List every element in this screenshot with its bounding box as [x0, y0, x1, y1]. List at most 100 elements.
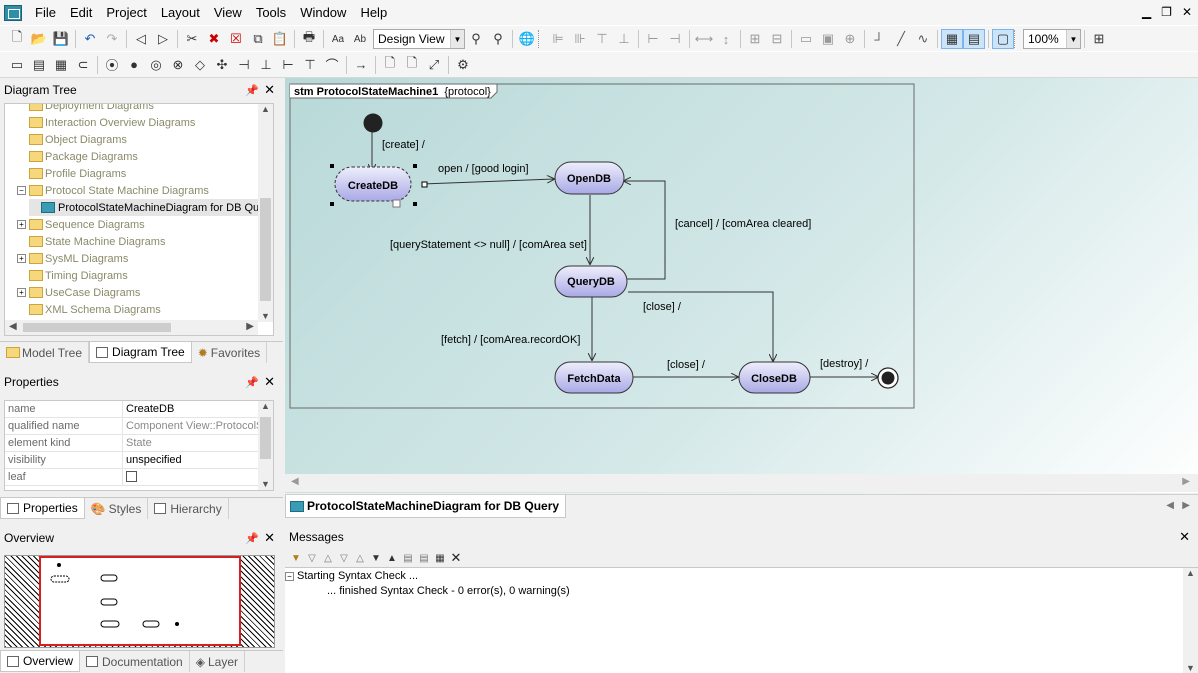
previous-error-icon[interactable]: △ [356, 552, 364, 564]
next-error-icon[interactable]: ▽ [340, 552, 348, 564]
chevron-right-icon[interactable]: ▶ [1182, 476, 1190, 487]
note-icon[interactable]: 🗋 [384, 54, 396, 70]
menu-tools[interactable]: Tools [255, 5, 287, 20]
fit-icon[interactable]: ▣ [821, 31, 835, 46]
constraint-icon[interactable]: ⤢ [428, 56, 440, 72]
properties-scrollbar[interactable]: ▲ ▼ [258, 401, 273, 490]
next-icon[interactable]: ▽ [308, 552, 316, 564]
print-icon[interactable]: 🖶 [302, 29, 316, 44]
tab-layer[interactable]: ◈Layer [190, 651, 245, 672]
customize-icon[interactable]: ⚙ [457, 56, 469, 72]
close-icon[interactable]: ✕ [1181, 5, 1192, 19]
comment-link-icon[interactable]: 🗋 [406, 54, 418, 70]
chevron-right-icon[interactable]: ▶ [246, 321, 254, 332]
connection-handle[interactable] [421, 181, 428, 188]
transition-cancel[interactable] [624, 181, 666, 280]
chevron-left-icon[interactable]: ◀ [291, 476, 299, 487]
transition-label[interactable]: [close] / [667, 359, 706, 371]
tree-item-folder[interactable]: XML Schema Diagrams [17, 301, 161, 318]
tree-item-folder[interactable]: Interaction Overview Diagrams [17, 114, 195, 131]
orthogonal-state-icon[interactable]: ▦ [54, 56, 68, 72]
spelling-icon[interactable]: Aa [331, 33, 345, 45]
initial-state-icon[interactable]: ⦿ [105, 58, 119, 73]
transition-open[interactable] [421, 179, 554, 185]
tree-item-folder[interactable]: −Protocol State Machine Diagrams [17, 182, 209, 199]
name-field[interactable]: CreateDB [126, 403, 175, 415]
align-bottom-icon[interactable]: ⊥ [618, 31, 630, 46]
chevron-left-icon[interactable]: ◀ [9, 321, 17, 332]
transition-label[interactable]: [queryStatement <> null] / [comArea set] [390, 239, 587, 251]
terminate-icon[interactable]: ⊗ [172, 56, 184, 72]
menu-view[interactable]: View [213, 5, 242, 20]
transition-label[interactable]: [close] / [643, 301, 682, 313]
initial-state[interactable] [363, 113, 383, 133]
diagram-canvas[interactable]: stm ProtocolStateMachine1 {protocol} Cre… [285, 78, 1198, 493]
globe-icon[interactable]: 🌐 [518, 31, 536, 46]
tab-properties[interactable]: Properties [0, 498, 85, 519]
state-fetchdata[interactable] [554, 361, 634, 394]
copy-message-icon[interactable]: ▤ [403, 552, 413, 564]
expand-icon[interactable]: ⊕ [844, 31, 856, 46]
final-state-icon[interactable]: ◎ [150, 56, 162, 72]
pin-icon[interactable]: 📌 [245, 84, 259, 97]
menu-edit[interactable]: Edit [69, 5, 93, 20]
binoculars-icon[interactable]: ⚲ [471, 31, 481, 46]
transition-icon[interactable]: → [354, 57, 368, 72]
snap-grid-icon[interactable]: ▤ [963, 29, 985, 49]
diagram-horizontal-scrollbar[interactable]: ◀ ▶ [285, 474, 1198, 492]
undo-icon[interactable]: ↶ [84, 31, 96, 46]
pin-icon[interactable]: 📌 [245, 532, 259, 545]
tree-horizontal-scrollbar[interactable]: ◀ ▶ [5, 320, 258, 335]
leaf-checkbox[interactable] [126, 471, 137, 482]
next-warning-icon[interactable]: ▼ [371, 552, 381, 564]
align-center-icon[interactable]: ⊪ [574, 31, 586, 46]
delete-from-project-icon[interactable]: ☒ [230, 31, 242, 46]
clear-icon[interactable]: ✕ [450, 550, 462, 565]
menu-help[interactable]: Help [360, 5, 388, 20]
selection-handle[interactable] [330, 164, 334, 168]
scroll-thumb[interactable] [23, 323, 171, 332]
tree-item-folder[interactable]: Package Diagrams [17, 148, 138, 165]
close-icon[interactable]: ✕ [264, 82, 275, 97]
align-left-icon[interactable]: ⊫ [552, 31, 564, 46]
redo-icon[interactable]: ↷ [106, 31, 118, 46]
new-file-icon[interactable]: 🗋 [11, 29, 23, 44]
space-horizontal-icon[interactable]: ⊢ [647, 31, 659, 46]
tree-item-folder[interactable]: +Sequence Diagrams [17, 216, 145, 233]
line-up-vertical-icon[interactable]: ⊟ [771, 31, 783, 46]
orthogonal-line-icon[interactable]: ┘ [874, 31, 884, 47]
forward-icon[interactable]: ▷ [158, 31, 168, 46]
direct-line-icon[interactable]: ╱ [897, 31, 905, 46]
composite-state-icon[interactable]: ▤ [32, 56, 46, 72]
tab-documentation[interactable]: Documentation [80, 651, 190, 672]
close-icon[interactable]: ✕ [1179, 529, 1190, 544]
selection-handle[interactable] [413, 202, 417, 206]
same-height-icon[interactable]: ↕ [722, 31, 730, 47]
overview-viewport[interactable] [39, 556, 241, 646]
scroll-thumb[interactable] [260, 417, 271, 459]
tree-item-diagram[interactable]: ProtocolStateMachineDiagram for DB Query [29, 199, 273, 216]
state-querydb[interactable] [554, 265, 628, 298]
state-tool-icon[interactable]: ▭ [10, 56, 24, 72]
open-folder-icon[interactable]: 📂 [30, 31, 48, 46]
chevron-up-icon[interactable]: ▲ [261, 104, 270, 114]
selection-handle[interactable] [413, 164, 417, 168]
fork-horizontal-icon[interactable]: ⊥ [260, 56, 272, 72]
line-up-horizontal-icon[interactable]: ⊞ [749, 31, 761, 46]
overview-map[interactable] [4, 555, 275, 648]
tree-item-folder[interactable]: Deployment Diagrams [17, 104, 154, 114]
autosize-icon[interactable]: ▭ [799, 31, 813, 46]
join-icon[interactable]: ⊢ [282, 56, 294, 72]
find-next-icon[interactable]: ⚲ [493, 31, 503, 46]
curved-line-icon[interactable]: ∿ [917, 31, 929, 46]
message-line[interactable]: −Starting Syntax Check ... [285, 570, 418, 582]
junction-icon[interactable]: ✣ [216, 56, 228, 72]
menu-layout[interactable]: Layout [160, 5, 200, 20]
menu-project[interactable]: Project [106, 5, 147, 20]
save-icon[interactable]: 💾 [52, 31, 70, 46]
collapse-icon[interactable]: − [17, 186, 26, 195]
messages-scrollbar[interactable]: ▲ ▼ [1183, 568, 1198, 673]
expand-icon[interactable]: + [17, 254, 26, 263]
tree-vertical-scrollbar[interactable]: ▲ ▼ [258, 104, 273, 322]
copy-icon[interactable]: ⧉ [253, 31, 263, 46]
